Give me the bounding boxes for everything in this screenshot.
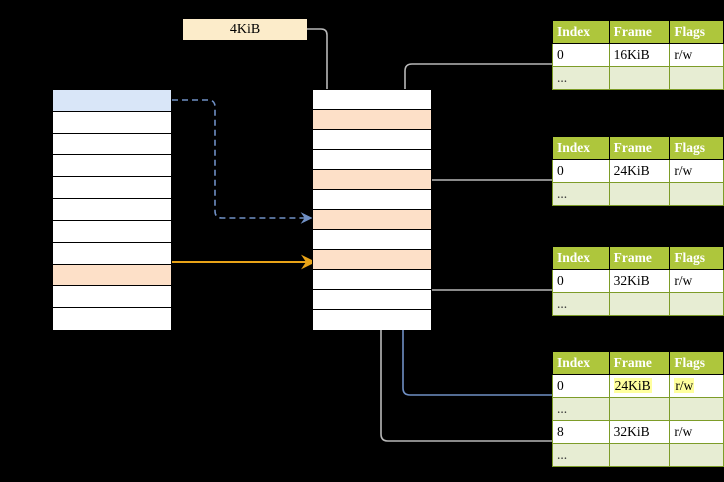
cell-index: ... bbox=[552, 397, 610, 421]
physical-memory-column bbox=[312, 89, 432, 330]
physical-row-3 bbox=[313, 150, 431, 170]
page-size-label: 4KiB bbox=[183, 19, 307, 40]
cell-frame: 32KiB bbox=[608, 269, 671, 293]
cell-index: ... bbox=[552, 182, 610, 206]
table-row-ellipsis: ... bbox=[552, 66, 724, 90]
virtual-row-2 bbox=[53, 133, 171, 156]
table-row-ellipsis: ... bbox=[552, 182, 724, 206]
virtual-row-3 bbox=[53, 155, 171, 178]
virtual-row-6 bbox=[53, 220, 171, 243]
physical-row-5 bbox=[313, 190, 431, 210]
cell-frame bbox=[608, 443, 671, 467]
physical-row-1 bbox=[313, 110, 431, 130]
virtual-row-8 bbox=[53, 264, 171, 287]
column-header-index: Index bbox=[552, 20, 610, 44]
cell-index: 0 bbox=[552, 269, 610, 293]
table-row-ellipsis: ... bbox=[552, 443, 724, 467]
physical-row-6 bbox=[313, 210, 431, 230]
cell-index: ... bbox=[552, 443, 610, 467]
cell-flags: r/w bbox=[669, 374, 724, 398]
cell-index: 8 bbox=[552, 420, 610, 444]
column-header-frame: Frame bbox=[608, 351, 671, 375]
virtual-row-7 bbox=[53, 242, 171, 265]
virtual-row-0 bbox=[53, 90, 171, 112]
column-header-flags: Flags bbox=[669, 136, 724, 160]
cell-index: 0 bbox=[552, 43, 610, 67]
cell-frame bbox=[608, 397, 671, 421]
column-header-frame: Frame bbox=[608, 246, 671, 270]
cell-frame: 24KiB bbox=[608, 374, 671, 398]
physical-row-11 bbox=[313, 310, 431, 330]
wire-virtual0-to-physical6 bbox=[172, 99, 313, 224]
cell-flags: r/w bbox=[669, 420, 724, 444]
cell-frame bbox=[608, 66, 671, 90]
virtual-row-4 bbox=[53, 177, 171, 200]
wire-table2-to-physical6 bbox=[414, 179, 552, 225]
cell-flags bbox=[669, 443, 724, 467]
cell-index: 0 bbox=[552, 159, 610, 183]
table-row-ellipsis: ... bbox=[552, 292, 724, 316]
virtual-row-10 bbox=[53, 308, 171, 330]
column-header-index: Index bbox=[552, 136, 610, 160]
virtual-row-9 bbox=[53, 286, 171, 309]
cell-flags: r/w bbox=[669, 159, 724, 183]
physical-row-10 bbox=[313, 290, 431, 310]
cell-flags bbox=[669, 66, 724, 90]
cell-flags bbox=[669, 292, 724, 316]
cell-index: ... bbox=[552, 66, 610, 90]
table-row-ellipsis: ... bbox=[552, 397, 724, 421]
column-header-flags: Flags bbox=[669, 20, 724, 44]
physical-row-2 bbox=[313, 130, 431, 150]
physical-row-4 bbox=[313, 170, 431, 190]
column-header-flags: Flags bbox=[669, 246, 724, 270]
physical-row-8 bbox=[313, 250, 431, 270]
column-header-flags: Flags bbox=[669, 351, 724, 375]
physical-row-7 bbox=[313, 230, 431, 250]
column-header-index: Index bbox=[552, 246, 610, 270]
virtual-row-1 bbox=[53, 111, 171, 134]
virtual-address-space-column bbox=[52, 89, 172, 330]
cell-flags bbox=[669, 182, 724, 206]
cell-index: ... bbox=[552, 292, 610, 316]
cell-frame bbox=[608, 292, 671, 316]
column-header-index: Index bbox=[552, 351, 610, 375]
cell-frame: 32KiB bbox=[608, 420, 671, 444]
cell-frame: 24KiB bbox=[608, 159, 671, 183]
cell-flags: r/w bbox=[669, 43, 724, 67]
physical-row-9 bbox=[313, 270, 431, 290]
cell-index: 0 bbox=[552, 374, 610, 398]
cell-flags: r/w bbox=[669, 269, 724, 293]
cell-frame: 16KiB bbox=[608, 43, 671, 67]
cell-frame bbox=[608, 182, 671, 206]
virtual-row-5 bbox=[53, 199, 171, 221]
wire-table3-to-physical8 bbox=[407, 258, 552, 291]
physical-row-0 bbox=[313, 90, 431, 110]
column-header-frame: Frame bbox=[608, 20, 671, 44]
cell-flags bbox=[669, 397, 724, 421]
column-header-frame: Frame bbox=[608, 136, 671, 160]
